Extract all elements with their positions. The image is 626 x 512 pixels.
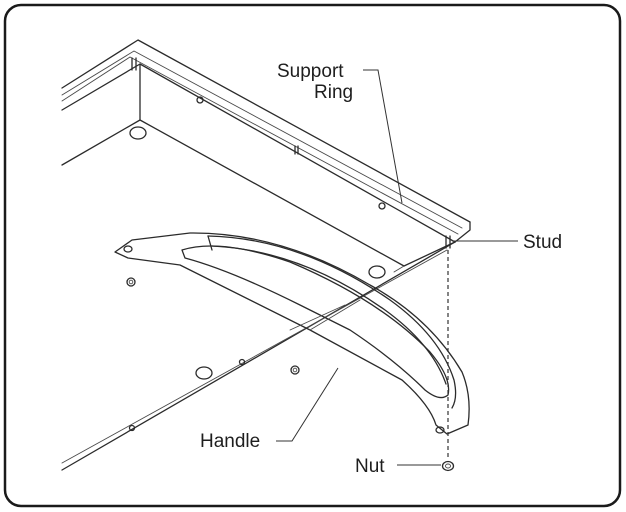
nut-label: Nut: [355, 456, 385, 477]
support-ring-drawing: [61, 39, 471, 471]
handle-label: Handle: [200, 431, 260, 452]
support-ring-label-line2: Ring: [314, 82, 353, 103]
handle-leader: [276, 367, 339, 442]
handle-drawing: [114, 232, 470, 435]
support-ring-leader: [363, 69, 403, 204]
stud-label: Stud: [523, 232, 562, 253]
support-ring-label-line1: Support: [277, 61, 344, 82]
nut-part: [441, 460, 455, 472]
